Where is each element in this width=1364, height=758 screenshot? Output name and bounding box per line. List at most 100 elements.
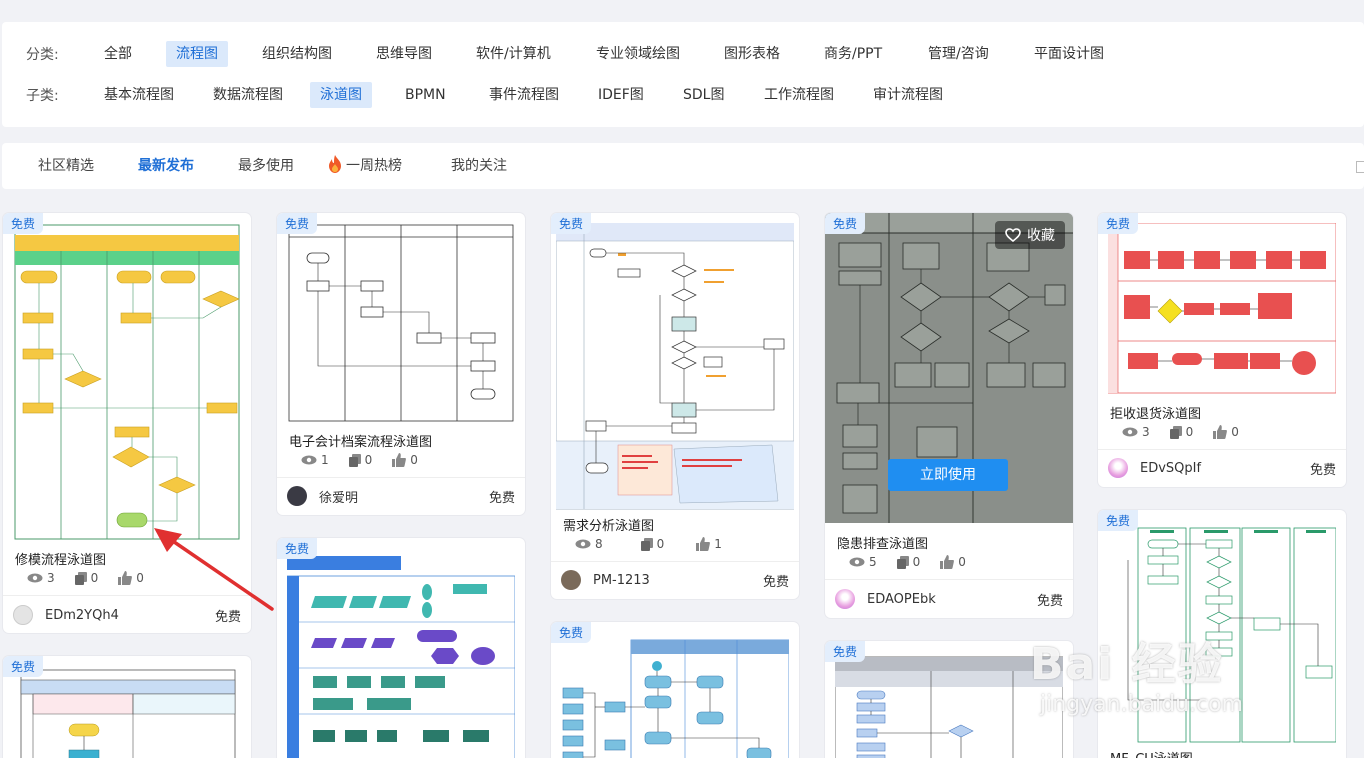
category-flowchart[interactable]: 流程图 bbox=[166, 41, 228, 67]
template-card[interactable]: 免费 bbox=[3, 656, 251, 758]
category-label: 分类: bbox=[26, 47, 59, 63]
views-stat: 3 bbox=[1122, 425, 1150, 439]
template-card[interactable]: 免费 bbox=[551, 622, 799, 758]
likes-count: 1 bbox=[714, 537, 722, 551]
subcategory-event-flow[interactable]: 事件流程图 bbox=[489, 87, 559, 103]
free-badge: 免费 bbox=[3, 656, 44, 677]
favorite-label: 收藏 bbox=[1027, 228, 1055, 244]
copies-stat: 0 bbox=[896, 555, 920, 569]
template-stats: 3 0 0 bbox=[27, 571, 164, 585]
author-row: EDAOPEbk 免费 bbox=[835, 587, 1063, 611]
template-title[interactable]: 电子会计档案流程泳道图 bbox=[289, 435, 433, 450]
template-stats: 3 0 0 bbox=[1122, 425, 1259, 439]
template-thumbnail[interactable] bbox=[13, 666, 241, 758]
template-thumbnail[interactable] bbox=[835, 651, 1063, 758]
template-card[interactable]: 免费 MF_CU泳道图 bbox=[1098, 510, 1346, 758]
template-stats: 1 0 0 bbox=[301, 453, 438, 467]
subcategory-audit-flow[interactable]: 审计流程图 bbox=[873, 87, 943, 103]
eye-icon bbox=[1122, 427, 1138, 437]
copies-count: 0 bbox=[90, 571, 99, 585]
category-graphic-table[interactable]: 图形表格 bbox=[724, 46, 780, 62]
author-name[interactable]: EDAOPEbk bbox=[867, 591, 936, 607]
copies-count: 0 bbox=[656, 537, 665, 551]
copy-icon bbox=[1169, 425, 1182, 439]
copies-stat: 0 bbox=[640, 537, 665, 551]
copies-count: 0 bbox=[1185, 425, 1194, 439]
likes-count: 0 bbox=[958, 555, 966, 569]
template-card[interactable]: 免费 收藏 立即使用 隐患排查泳道图 5 0 0 bbox=[825, 213, 1073, 618]
views-count: 5 bbox=[869, 555, 877, 569]
author-name[interactable]: PM-1213 bbox=[593, 572, 650, 588]
template-card[interactable]: 免费 电子会计档案流程泳道图 1 0 0 徐爱明 免费 bbox=[277, 213, 525, 515]
category-mind-map[interactable]: 思维导图 bbox=[376, 46, 432, 62]
subcategory-data-flow[interactable]: 数据流程图 bbox=[213, 87, 283, 103]
card-divider bbox=[1098, 449, 1346, 450]
template-thumbnail[interactable] bbox=[287, 223, 515, 423]
template-card[interactable]: 免费 bbox=[825, 641, 1073, 758]
author-row: 徐爱明 免费 bbox=[287, 484, 515, 508]
tab-community-picks[interactable]: 社区精选 bbox=[38, 158, 94, 174]
favorite-button[interactable]: 收藏 bbox=[995, 221, 1065, 249]
eye-icon bbox=[575, 539, 591, 549]
template-title[interactable]: 拒收退货泳道图 bbox=[1110, 407, 1202, 422]
views-stat: 1 bbox=[301, 453, 329, 467]
copies-count: 0 bbox=[364, 453, 373, 467]
template-thumbnail[interactable] bbox=[556, 223, 794, 513]
card-divider bbox=[825, 579, 1073, 580]
template-thumbnail[interactable] bbox=[1108, 520, 1336, 745]
tab-weekly-hot[interactable]: 一周热榜 bbox=[328, 143, 402, 189]
template-title[interactable]: 需求分析泳道图 bbox=[563, 519, 655, 534]
free-badge: 免费 bbox=[1098, 213, 1139, 234]
category-management[interactable]: 管理/咨询 bbox=[928, 46, 989, 62]
copies-stat: 0 bbox=[1169, 425, 1194, 439]
category-business-ppt[interactable]: 商务/PPT bbox=[824, 46, 883, 62]
avatar[interactable] bbox=[287, 486, 307, 506]
category-all[interactable]: 全部 bbox=[104, 46, 132, 62]
tab-most-used[interactable]: 最多使用 bbox=[238, 158, 294, 174]
category-org-chart[interactable]: 组织结构图 bbox=[262, 46, 332, 62]
likes-count: 0 bbox=[1231, 425, 1239, 439]
likes-stat: 0 bbox=[118, 571, 144, 585]
subcategory-basic-flow[interactable]: 基本流程图 bbox=[104, 87, 174, 103]
template-thumbnail[interactable] bbox=[287, 548, 515, 758]
template-card[interactable]: 免费 拒收退货泳道图 3 0 0 EDvSQpIf 免费 bbox=[1098, 213, 1346, 487]
subcategory-sdl[interactable]: SDL图 bbox=[683, 87, 725, 103]
avatar[interactable] bbox=[1108, 458, 1128, 478]
avatar[interactable] bbox=[561, 570, 581, 590]
template-card[interactable]: 免费 需求分析泳 bbox=[551, 213, 799, 599]
card-divider bbox=[551, 561, 799, 562]
tab-latest[interactable]: 最新发布 bbox=[138, 158, 194, 174]
copies-stat: 0 bbox=[74, 571, 99, 585]
subcategory-idef[interactable]: IDEF图 bbox=[598, 87, 644, 103]
eye-icon bbox=[849, 557, 865, 567]
avatar[interactable] bbox=[13, 605, 33, 625]
subcategory-workflow[interactable]: 工作流程图 bbox=[764, 87, 834, 103]
price-label: 免费 bbox=[488, 490, 515, 506]
likes-count: 0 bbox=[136, 571, 144, 585]
template-title[interactable]: 隐患排查泳道图 bbox=[837, 537, 929, 552]
likes-stat: 0 bbox=[1213, 425, 1239, 439]
use-template-button[interactable]: 立即使用 bbox=[888, 459, 1008, 491]
category-graphic-design[interactable]: 平面设计图 bbox=[1034, 46, 1104, 62]
author-name[interactable]: 徐爱明 bbox=[319, 490, 359, 506]
template-card[interactable]: 免费 bbox=[277, 538, 525, 758]
template-card[interactable]: 免费 修 bbox=[3, 213, 251, 633]
template-title[interactable]: 修模流程泳道图 bbox=[15, 553, 107, 568]
category-professional[interactable]: 专业领域绘图 bbox=[596, 46, 680, 62]
category-software[interactable]: 软件/计算机 bbox=[476, 46, 551, 62]
copies-stat: 0 bbox=[348, 453, 373, 467]
free-badge: 免费 bbox=[3, 213, 44, 234]
subcategory-swimlane[interactable]: 泳道图 bbox=[310, 82, 372, 108]
template-title[interactable]: MF_CU泳道图 bbox=[1110, 748, 1193, 758]
template-thumbnail[interactable] bbox=[13, 223, 241, 543]
author-name[interactable]: EDm2YQh4 bbox=[45, 607, 119, 623]
author-name[interactable]: EDvSQpIf bbox=[1140, 460, 1202, 476]
template-thumbnail[interactable] bbox=[1108, 223, 1336, 398]
tab-following[interactable]: 我的关注 bbox=[451, 158, 507, 174]
avatar[interactable] bbox=[835, 589, 855, 609]
heart-icon bbox=[1005, 228, 1021, 242]
template-thumbnail[interactable] bbox=[561, 632, 789, 758]
subcategory-label: 子类: bbox=[26, 88, 59, 104]
subcategory-bpmn[interactable]: BPMN bbox=[405, 87, 446, 103]
likes-stat: 1 bbox=[696, 537, 722, 551]
